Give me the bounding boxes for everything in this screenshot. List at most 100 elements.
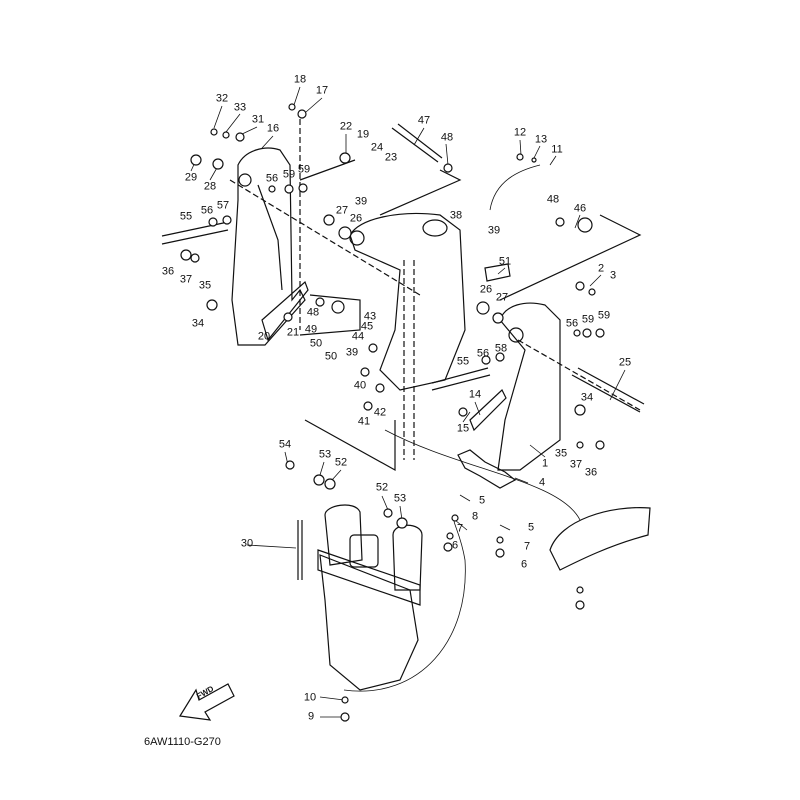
part-label: 35 — [554, 447, 568, 460]
part-label: 27 — [335, 204, 349, 217]
part-label: 34 — [580, 391, 594, 404]
part-label: 3 — [609, 269, 617, 282]
trim-tab — [549, 507, 651, 571]
diagram-code: 6AW1110-G270 — [144, 736, 221, 748]
part-label: 35 — [198, 279, 212, 292]
part-label: 9 — [307, 710, 315, 723]
tilt-shaft — [571, 367, 645, 413]
part-label: 21 — [286, 326, 300, 339]
part-label: 7 — [523, 540, 531, 553]
cable-tie — [297, 520, 303, 580]
tilt-cylinder-unit — [324, 504, 363, 566]
part-label: 56 — [200, 204, 214, 217]
part-label: 28 — [203, 180, 217, 193]
part-label: 39 — [354, 195, 368, 208]
part-label: 43 — [363, 310, 377, 323]
left-clamp-bracket — [231, 147, 306, 346]
part-label: 11 — [551, 143, 563, 156]
part-label: 1 — [541, 457, 549, 470]
part-label: 13 — [534, 133, 548, 146]
part-label: 57 — [216, 199, 230, 212]
pin-47 — [391, 123, 443, 163]
part-label: 16 — [266, 122, 280, 135]
left-bracket-plate-20 — [261, 280, 309, 342]
part-label: 59 — [297, 163, 311, 176]
part-label: 5 — [478, 494, 486, 507]
part-label: 55 — [456, 355, 470, 368]
part-label: 37 — [179, 273, 193, 286]
right-bracket-plate-14 — [469, 389, 507, 432]
swivel-bracket-neck — [422, 219, 448, 237]
part-label: 27 — [495, 291, 509, 304]
part-label: 26 — [479, 283, 493, 296]
part-label: 6 — [520, 558, 528, 571]
part-label: 29 — [184, 171, 198, 184]
fasteners — [180, 103, 605, 722]
part-label: 33 — [233, 101, 247, 114]
left-bracket-hole — [238, 173, 252, 187]
fwd-arrow-icon — [179, 683, 235, 721]
part-label: 6 — [451, 539, 459, 552]
part-label: 22 — [339, 120, 353, 133]
part-label: 59 — [282, 168, 296, 181]
part-label: 53 — [393, 492, 407, 505]
part-label: 59 — [597, 309, 611, 322]
part-label: 4 — [538, 476, 546, 489]
part-label: 47 — [417, 114, 431, 127]
alignment-line — [229, 110, 641, 460]
lead-wire — [343, 164, 581, 692]
part-label: 37 — [569, 458, 583, 471]
part-label: 14 — [468, 388, 482, 401]
right-bracket-hole — [508, 327, 524, 343]
part-label: 17 — [315, 84, 329, 97]
part-label: 12 — [513, 126, 527, 139]
part-label: 5 — [527, 521, 535, 534]
part-label: 18 — [293, 73, 307, 86]
tilt-reservoir — [349, 534, 379, 568]
right-clamp-bracket — [497, 302, 561, 471]
part-label: 50 — [324, 350, 338, 363]
part-label: 54 — [278, 438, 292, 451]
part-label: 10 — [303, 691, 317, 704]
part-label: 15 — [456, 422, 470, 435]
part-label: 30 — [240, 537, 254, 550]
leader-lines — [190, 86, 626, 718]
part-label: 36 — [584, 466, 598, 479]
part-label: 52 — [334, 456, 348, 469]
bolt-55-right — [431, 367, 491, 391]
part-label: 24 — [370, 141, 384, 154]
part-label: 44 — [351, 330, 365, 343]
part-label: 52 — [375, 481, 389, 494]
part-label: 53 — [318, 448, 332, 461]
bolt-55-left — [161, 221, 229, 245]
part-label: 56 — [476, 347, 490, 360]
pin-51 — [484, 263, 511, 282]
part-label: 49 — [304, 323, 318, 336]
part-label: 39 — [487, 224, 501, 237]
part-label: 48 — [546, 193, 560, 206]
part-label: 55 — [179, 210, 193, 223]
part-label: 32 — [215, 92, 229, 105]
part-label: 20 — [257, 330, 271, 343]
part-label: 19 — [356, 128, 370, 141]
part-label: 7 — [456, 522, 464, 535]
part-label: 23 — [384, 151, 398, 164]
part-label: 51 — [498, 255, 512, 268]
part-label: 2 — [597, 262, 605, 275]
part-label: 8 — [471, 510, 479, 523]
part-label: 38 — [449, 209, 463, 222]
swivel-bracket-hole — [349, 230, 365, 246]
part-label: 31 — [251, 113, 265, 126]
part-label: 59 — [581, 313, 595, 326]
part-label: 56 — [265, 172, 279, 185]
part-label: 50 — [309, 337, 323, 350]
tilt-motor — [392, 524, 423, 591]
part-label: 25 — [618, 356, 632, 369]
part-label: 39 — [345, 346, 359, 359]
bracket-4 — [457, 449, 517, 489]
swivel-bracket — [349, 212, 466, 391]
tilt-body — [319, 554, 419, 691]
part-label: 48 — [306, 306, 320, 319]
